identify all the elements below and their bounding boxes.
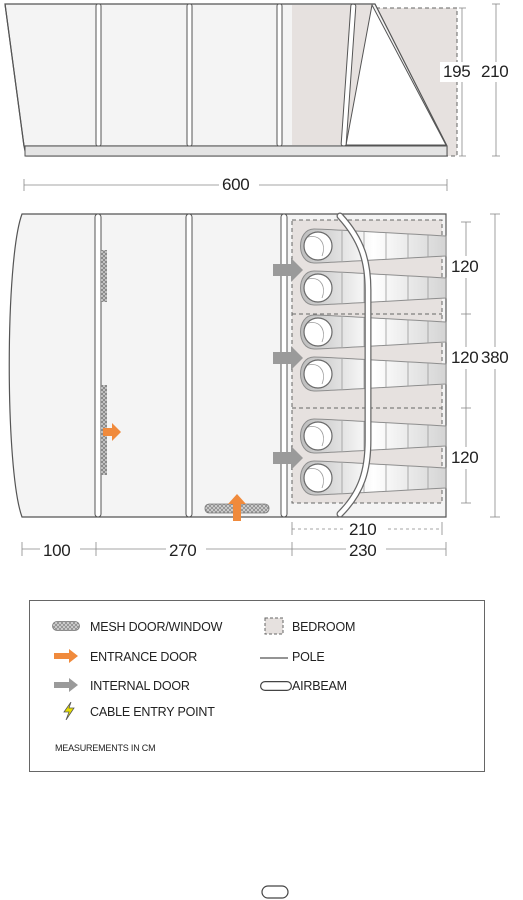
side-pole-4 xyxy=(340,3,357,147)
side-door-triangle xyxy=(345,3,447,146)
depth-total-label: 380 xyxy=(481,348,509,367)
side-height-outer-label: 210 xyxy=(481,62,509,81)
side-pole-2 xyxy=(186,3,193,147)
section-3-label: 230 xyxy=(349,541,377,560)
legend-box: MESH DOOR/WINDOW ENTRANCE DOOR INTERNAL … xyxy=(29,600,485,772)
side-pole-3 xyxy=(276,3,283,147)
legend-entrance-label: ENTRANCE DOOR xyxy=(90,650,198,664)
floor-pole-3 xyxy=(280,213,288,518)
legend-internal-label: INTERNAL DOOR xyxy=(90,679,190,693)
scroll-handle xyxy=(261,885,289,899)
lightning-icon xyxy=(63,702,75,720)
entrance-door-arrow-side xyxy=(103,423,121,441)
pole-line-icon xyxy=(260,657,288,659)
legend-mesh-label: MESH DOOR/WINDOW xyxy=(90,620,223,634)
side-length-label: 600 xyxy=(222,175,250,194)
bedroom-width-label-1: 120 xyxy=(451,257,479,276)
grey-arrow-icon xyxy=(54,678,78,692)
internal-door-arrow-3 xyxy=(273,446,303,470)
side-view xyxy=(4,3,520,195)
mesh-swatch-icon xyxy=(52,621,80,631)
entrance-door-arrow-front xyxy=(228,494,246,521)
legend-cable-label: CABLE ENTRY POINT xyxy=(90,705,215,719)
bedroom-swatch-icon xyxy=(264,617,284,635)
floor-pole-2 xyxy=(185,213,193,518)
legend-measurements-note: MEASUREMENTS IN CM xyxy=(55,743,156,753)
bedroom-width-label-3: 120 xyxy=(451,448,479,467)
side-height-inner-label: 195 xyxy=(443,62,471,81)
bedroom-length-label: 210 xyxy=(349,520,377,539)
legend-pole-label: POLE xyxy=(292,650,325,664)
legend-airbeam-label: AIRBEAM xyxy=(292,679,347,693)
legend-bedroom-label: BEDROOM xyxy=(292,620,356,634)
floor-mesh-window-1 xyxy=(101,250,107,302)
section-2-label: 270 xyxy=(169,541,197,560)
floor-plan xyxy=(8,212,520,560)
bedroom-width-label-2: 120 xyxy=(451,348,479,367)
orange-arrow-icon xyxy=(54,649,78,663)
airbeam-icon xyxy=(260,681,292,691)
side-pole-1 xyxy=(95,3,102,147)
internal-door-arrow-2 xyxy=(273,346,303,370)
internal-door-arrow-1 xyxy=(273,258,303,282)
floor-pole-1 xyxy=(94,213,102,518)
section-1-label: 100 xyxy=(43,541,71,560)
